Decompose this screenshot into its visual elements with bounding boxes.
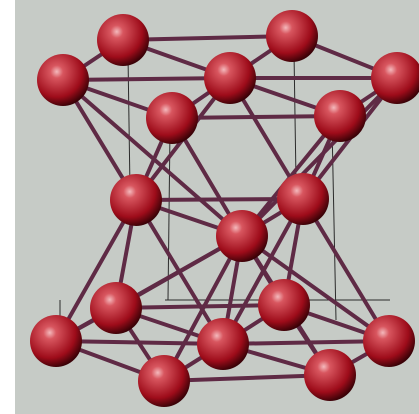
atom-sphere (146, 92, 198, 144)
atom-sphere (30, 315, 82, 367)
atom-sphere (197, 318, 249, 370)
atom-sphere (216, 210, 268, 262)
atom-sphere (97, 14, 149, 66)
atom-sphere (204, 52, 256, 104)
atom-sphere (138, 355, 190, 407)
atom-sphere (363, 315, 415, 367)
atom-sphere (90, 282, 142, 334)
atom-sphere (304, 349, 356, 401)
atom-sphere (277, 173, 329, 225)
atom-sphere (314, 90, 366, 142)
atom-sphere (110, 174, 162, 226)
atom-sphere (37, 54, 89, 106)
atom-sphere (266, 10, 318, 62)
atom-sphere (258, 279, 310, 331)
